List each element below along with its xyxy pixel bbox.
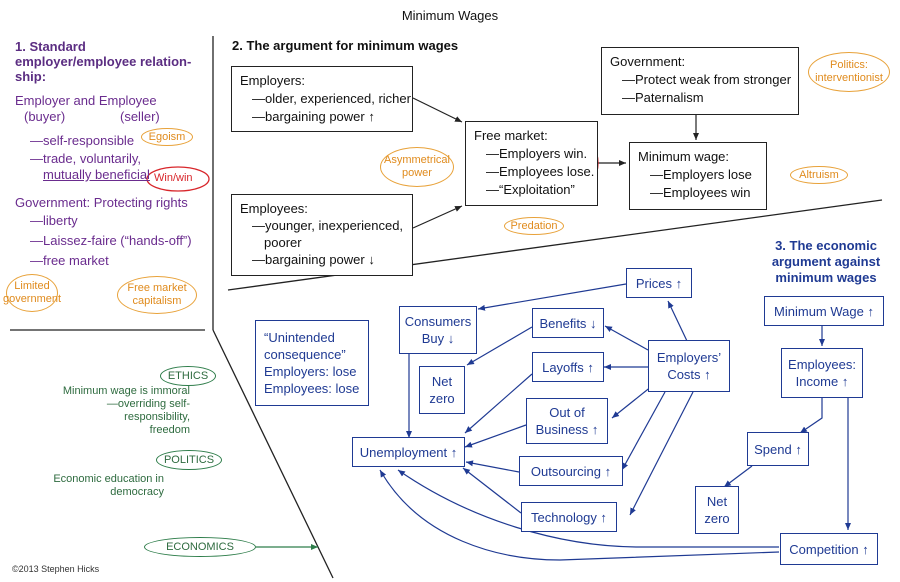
employees-income-box: Employees:Income ↑ xyxy=(781,348,863,398)
red-circle-winwin xyxy=(146,166,210,192)
buyer-label: (buyer) xyxy=(24,109,66,124)
altruism-oval: Altruism xyxy=(790,166,848,184)
section1-heading: 1. Standard employer/employee relation- … xyxy=(15,39,192,84)
outsourcing-box: Outsourcing ↑ xyxy=(519,456,623,486)
spend-box: Spend ↑ xyxy=(747,432,809,466)
predation-oval: Predation xyxy=(504,217,564,235)
self-responsible: —self-responsible xyxy=(30,133,135,148)
section2-heading: 2. The argument for minimum wages xyxy=(232,38,459,53)
government-box: Government: —Protect weak from stronger … xyxy=(601,47,799,115)
ethics-text: Minimum wage is immoral —overriding self… xyxy=(62,385,190,436)
politics-text: Economic education in democracy xyxy=(53,473,164,498)
unintended-consequence-box: “Unintended consequence” Employers: lose… xyxy=(255,320,369,406)
competition-box: Competition ↑ xyxy=(780,533,878,565)
prices-box: Prices ↑ xyxy=(626,268,692,298)
ethics-oval: ETHICS xyxy=(160,366,216,386)
egoism-oval: Egoism xyxy=(141,128,193,146)
employees-box: Employees: —younger, inexperienced, poor… xyxy=(231,194,413,276)
divider-diagonal xyxy=(212,329,334,579)
employers-box: Employers: —older, experienced, richer —… xyxy=(231,66,413,132)
benefits-box: Benefits ↓ xyxy=(532,308,604,338)
diagram-title: Minimum Wages xyxy=(401,8,499,23)
copyright: ©2013 Stephen Hicks xyxy=(12,564,100,574)
winwin-label: Win/win xyxy=(154,172,193,184)
minimum-wage-up-box: Minimum Wage ↑ xyxy=(764,296,884,326)
seller-label: (seller) xyxy=(120,109,160,124)
layoffs-box: Layoffs ↑ xyxy=(532,352,604,382)
economics-oval: ECONOMICS xyxy=(144,537,256,557)
technology-box: Technology ↑ xyxy=(521,502,617,532)
free-market-box: Free market: —Employers win. —Employees … xyxy=(465,121,598,206)
mutually-beneficial: mutually beneficial xyxy=(43,167,150,182)
politics-oval: POLITICS xyxy=(156,450,222,470)
section3-heading: 3. The economic argument against minimum… xyxy=(771,238,881,285)
section2-arrows xyxy=(412,97,699,229)
trade-voluntarily: —trade, voluntarily, xyxy=(30,151,142,166)
government-protecting-rights: Government: Protecting rights xyxy=(15,195,188,210)
laissez-faire: —Laissez-faire (“hands-off”) xyxy=(30,233,192,248)
unemployment-box: Unemployment ↑ xyxy=(352,437,465,467)
employer-employee-line: Employer and Employee xyxy=(15,93,157,108)
politics-interventionist-oval: Politics:interventionist xyxy=(808,52,890,92)
employers-costs-box: Employers’Costs ↑ xyxy=(648,340,730,392)
free-market-item: —free market xyxy=(30,253,109,268)
liberty: —liberty xyxy=(30,213,78,228)
section3-arrows xyxy=(379,283,851,561)
minimum-wage-box: Minimum wage: —Employers lose —Employees… xyxy=(629,142,767,210)
